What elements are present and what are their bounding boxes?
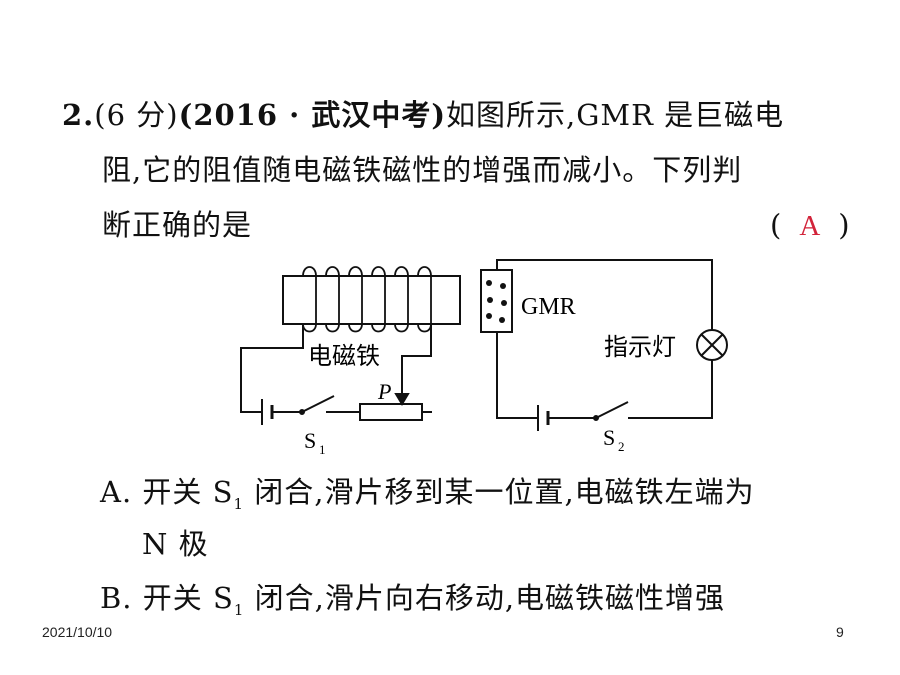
- electromagnet-core: [282, 275, 461, 325]
- answer-value: A: [799, 210, 821, 242]
- page-number: 9: [836, 624, 844, 640]
- coil-right-lead: [401, 324, 432, 394]
- question-source: (2016 · 武汉中考): [178, 98, 447, 132]
- question-line-1: 2.(6 分)(2016 · 武汉中考)如图所示,GMR 是巨磁电: [62, 98, 784, 132]
- switch2-label: S: [603, 425, 615, 450]
- question-text-1: 如图所示,GMR 是巨磁电: [446, 98, 785, 132]
- question-points: (6 分): [94, 98, 179, 132]
- question-number: 2.: [62, 98, 95, 132]
- question-line-2: 阻,它的阻值随电磁铁磁性的增强而减小。下列判: [102, 153, 743, 187]
- gmr-component: [480, 269, 513, 333]
- coil-loops: [302, 266, 432, 333]
- footer-date: 2021/10/10: [42, 624, 113, 640]
- gmr-particles: [486, 280, 507, 323]
- option-b: B. 开关 S1 闭合,滑片向右移动,电磁铁磁性增强: [100, 581, 725, 627]
- option-b-prefix: B. 开关 S: [100, 581, 234, 615]
- answer-open: (: [770, 208, 782, 242]
- electromagnet-label: 电磁铁: [308, 343, 380, 370]
- indicator-label: 指示灯: [604, 334, 676, 361]
- rheostat: [359, 403, 423, 421]
- option-a-line-2: N 极: [142, 527, 209, 561]
- option-b-text: 闭合,滑片向右移动,电磁铁磁性增强: [244, 581, 726, 615]
- right-wire-right: [628, 360, 713, 419]
- gmr-label: GMR: [521, 294, 576, 320]
- switch2-subscript: 2: [618, 439, 625, 454]
- switch1-label: S: [304, 428, 316, 453]
- answer-bracket: ( A): [770, 208, 850, 243]
- answer-close: ): [838, 208, 850, 242]
- switch2-blade: [595, 401, 629, 419]
- option-a-text: 闭合,滑片移到某一位置,电磁铁左端为: [244, 475, 755, 509]
- right-wire-left: [496, 332, 538, 419]
- option-a-prefix: A. 开关 S: [100, 475, 234, 509]
- option-a-line-1: A. 开关 S1 闭合,滑片移到某一位置,电磁铁左端为: [100, 475, 755, 521]
- slider-label: P: [377, 379, 391, 404]
- question-line-3: 断正确的是: [102, 208, 253, 242]
- right-wire-top: [496, 259, 713, 330]
- option-b-subscript: 1: [233, 600, 245, 619]
- switch1-subscript: 1: [319, 442, 326, 457]
- slider-arrow: [394, 393, 410, 406]
- switch1-blade: [301, 395, 335, 413]
- option-a-subscript: 1: [233, 494, 245, 513]
- left-wire: [240, 324, 304, 413]
